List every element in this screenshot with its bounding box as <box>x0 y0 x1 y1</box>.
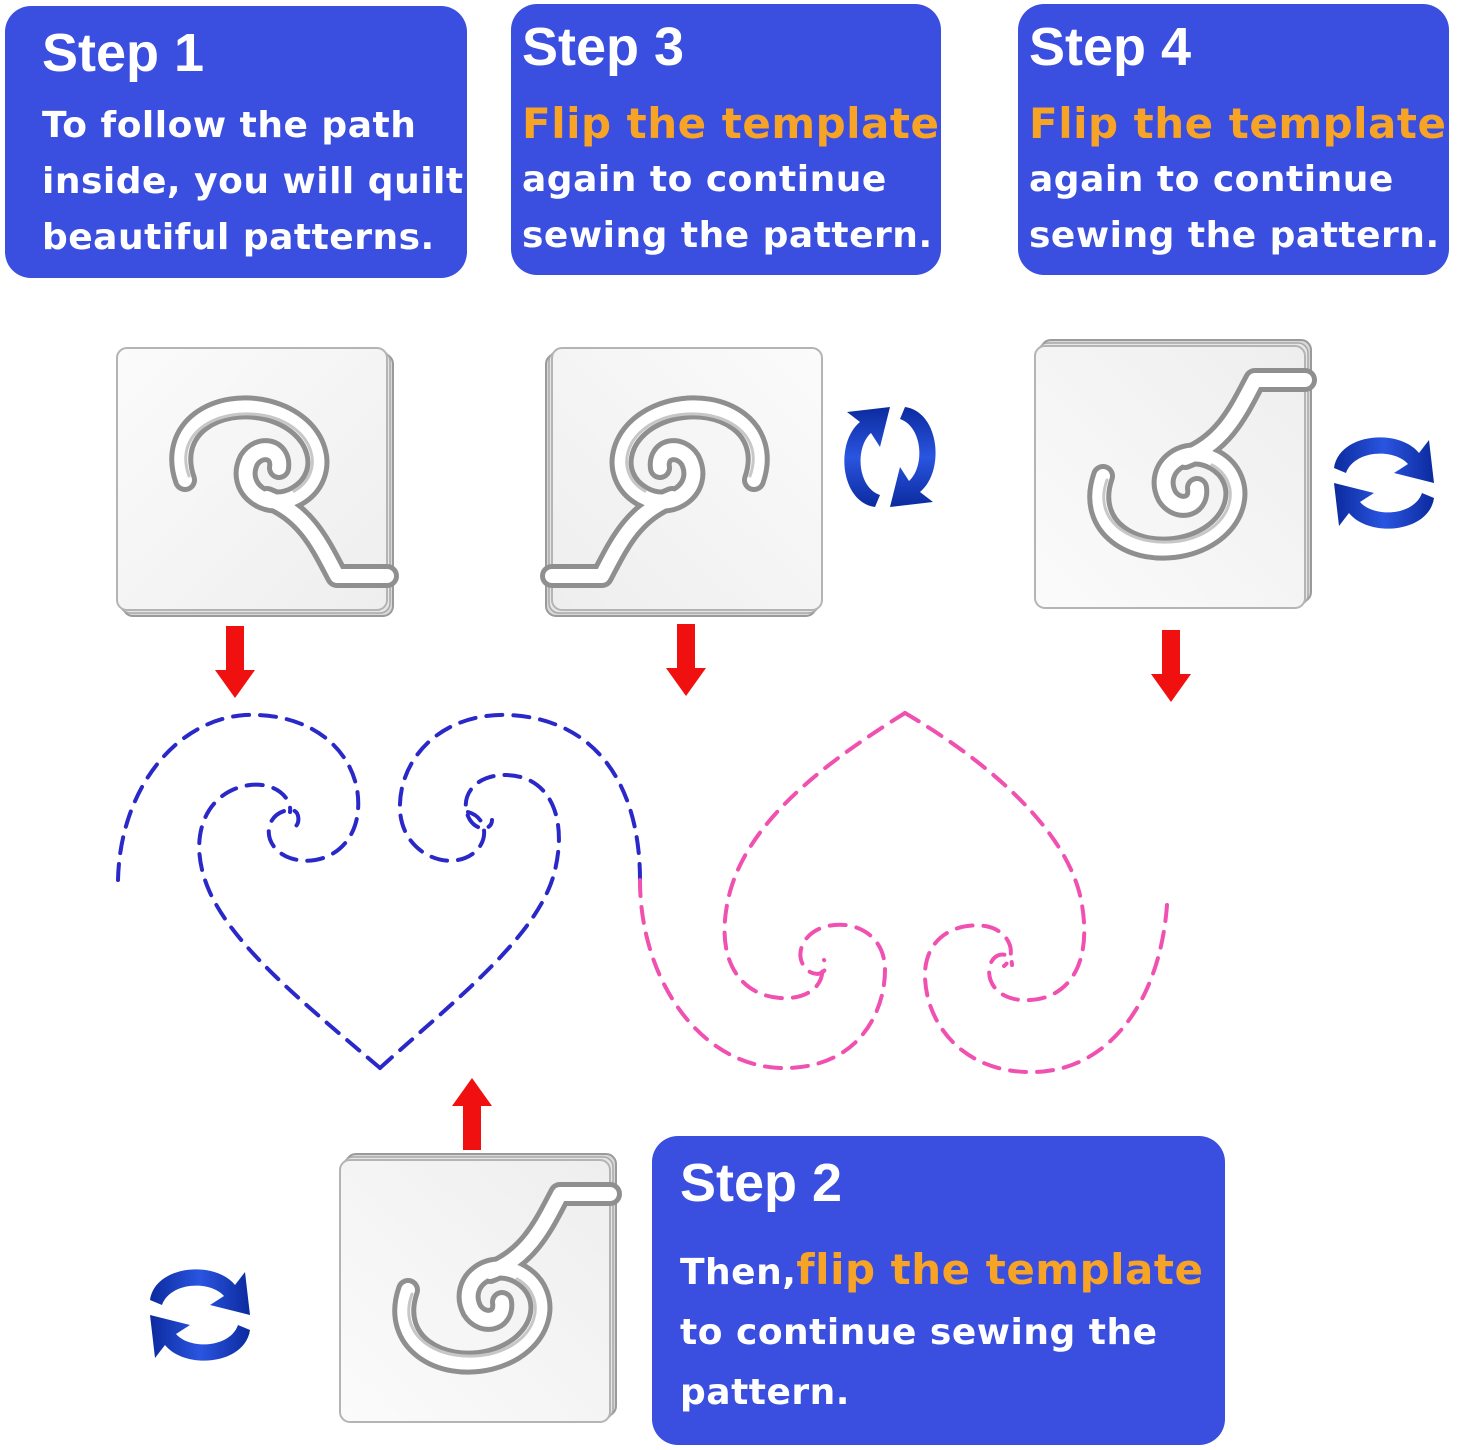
step2-text: Then,flip the template to continue sewin… <box>680 1240 1203 1423</box>
quilting-template-icon <box>1035 340 1311 608</box>
step4-card: Step 4 Flip the template again to contin… <box>1018 4 1449 275</box>
quilting-template-icon <box>546 348 822 616</box>
step1-card: Step 1 To follow the path inside, you wi… <box>5 6 467 278</box>
step2-line: pattern. <box>680 1372 850 1413</box>
flip-arrows-icon <box>1334 437 1434 529</box>
step3-line: sewing the pattern. <box>522 215 933 256</box>
step2-line: to continue sewing the <box>680 1312 1158 1353</box>
up-arrow-icon <box>452 1078 492 1150</box>
step3-line: again to continue <box>522 159 887 200</box>
step2-line-1: Then,flip the template <box>680 1240 1203 1303</box>
quilting-template-icon <box>340 1154 616 1422</box>
step4-highlight: Flip the template <box>1029 99 1447 148</box>
step4-title: Step 4 <box>1029 17 1192 77</box>
step2-lead: Then, <box>680 1252 797 1293</box>
step1-line: beautiful patterns. <box>42 217 435 258</box>
step3-text: Flip the template again to continue sewi… <box>522 96 939 264</box>
step1-title: Step 1 <box>42 23 205 83</box>
quilting-template-icon <box>117 348 393 616</box>
step2-card: Step 2 Then,flip the template to continu… <box>652 1136 1225 1445</box>
down-arrow-icon <box>215 626 255 698</box>
step4-text: Flip the template again to continue sewi… <box>1029 96 1446 264</box>
step2-title: Step 2 <box>680 1153 843 1213</box>
down-arrow-icon <box>1151 630 1191 702</box>
step3-title: Step 3 <box>522 17 685 77</box>
step1-text: To follow the path inside, you will quil… <box>42 98 464 266</box>
step3-card: Step 3 Flip the template again to contin… <box>511 4 941 275</box>
step2-highlight: flip the template <box>796 1245 1204 1294</box>
step4-line: again to continue <box>1029 159 1394 200</box>
dashed-stitch-path-icon <box>116 712 642 1070</box>
flip-arrows-icon <box>150 1269 250 1361</box>
step4-line: sewing the pattern. <box>1029 215 1440 256</box>
step1-line: To follow the path <box>42 105 417 146</box>
step1-line: inside, you will quilt <box>42 161 464 202</box>
step3-highlight: Flip the template <box>522 99 940 148</box>
dashed-stitch-path-icon <box>638 711 1169 1075</box>
flip-arrows-icon <box>844 407 936 507</box>
down-arrow-icon <box>666 624 706 696</box>
